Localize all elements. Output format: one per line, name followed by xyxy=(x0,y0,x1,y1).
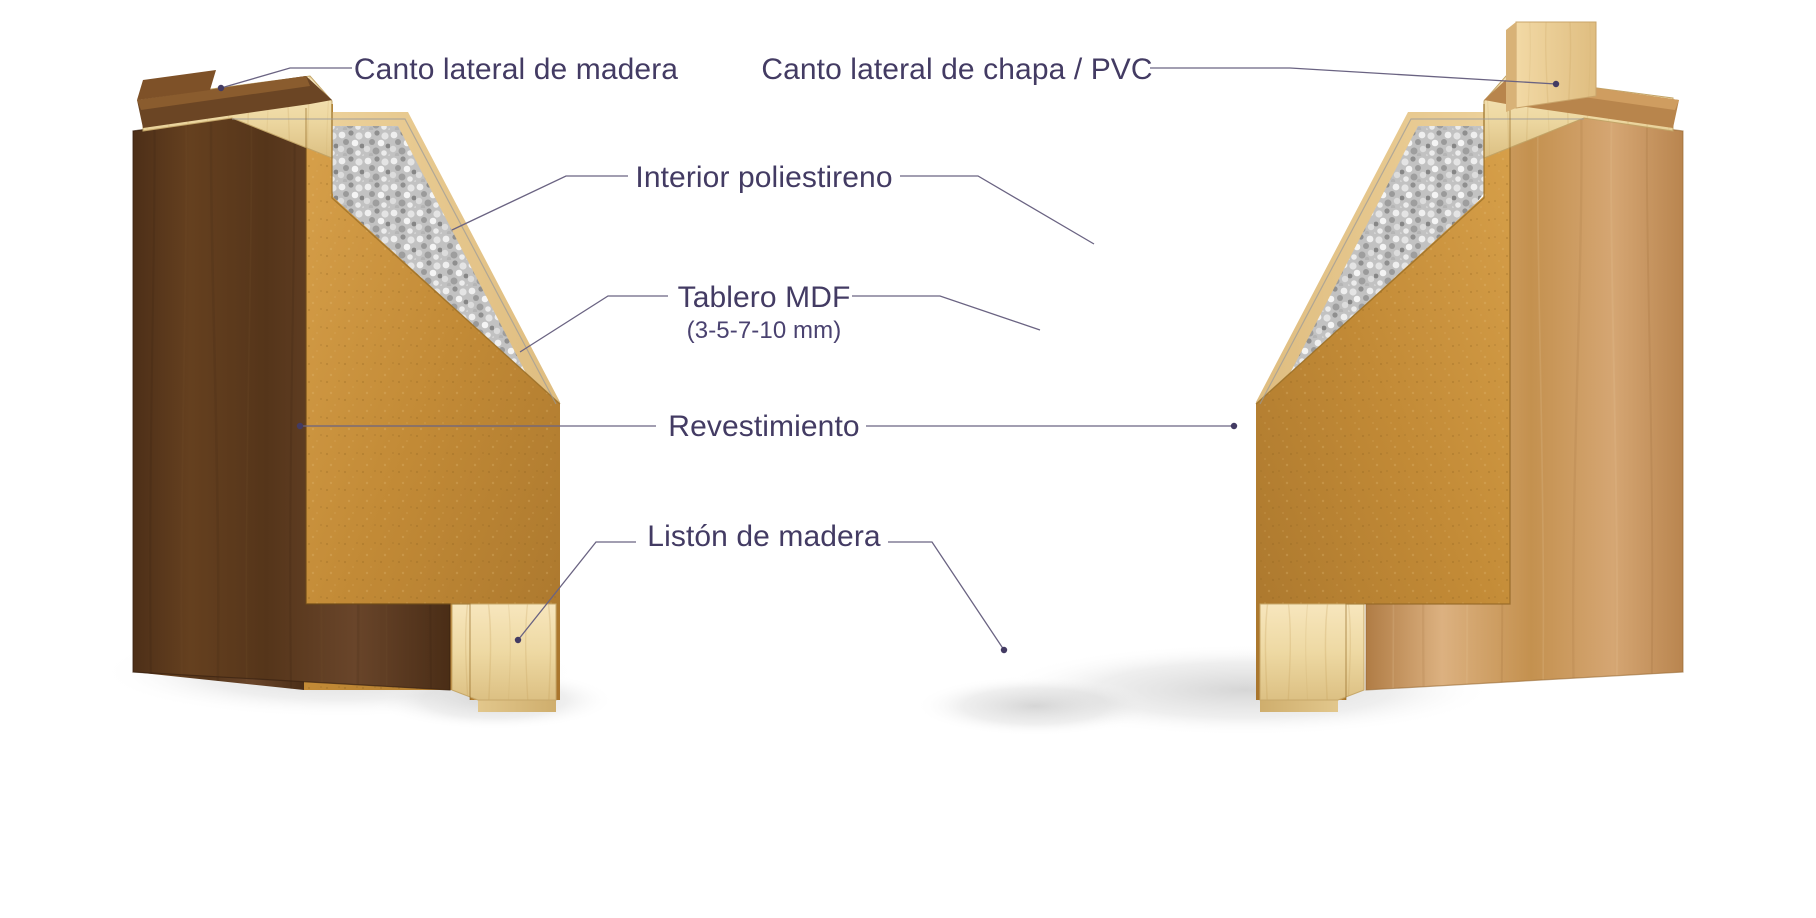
top-cap-left-2 xyxy=(137,76,310,110)
leader-dot-liston-left xyxy=(514,636,522,644)
label-canto-lateral-chapa-pvc: Canto lateral de chapa / PVC xyxy=(761,53,1153,86)
bottom-batten-right-outline xyxy=(1259,603,1365,701)
label-canto-lateral-madera: Canto lateral de madera xyxy=(353,53,679,86)
mdf-outer-outline-right xyxy=(1345,108,1511,700)
leader-poliestireno-left xyxy=(451,175,628,231)
label-revestimiento: Revestimiento xyxy=(668,410,860,443)
leader-poliestireno-right xyxy=(900,175,1095,245)
bottom-batten-left-side xyxy=(478,700,556,712)
leader-canto-madera xyxy=(220,67,352,89)
mdf-outer-outline-left xyxy=(305,108,471,700)
wood-edge-left xyxy=(137,70,216,100)
leader-dot-revestimiento-right xyxy=(1230,422,1238,430)
leader-liston-right xyxy=(888,541,1005,651)
label-tablero-mdf-thickness: (3-5-7-10 mm) xyxy=(686,317,842,344)
leader-mdf-right xyxy=(852,295,1041,331)
leader-dot-liston-right xyxy=(1000,646,1008,654)
leader-mdf-left xyxy=(519,295,668,353)
pvc-edge-strip-grain xyxy=(1516,22,1596,108)
door-block-left xyxy=(132,70,561,712)
mdf-band-right-tex xyxy=(1256,104,1512,700)
chamfer-outline-left xyxy=(331,104,561,405)
leader-dot-canto-chapa xyxy=(1552,80,1560,88)
bottom-batten-left-outline xyxy=(451,603,557,701)
leader-liston-left xyxy=(517,541,636,641)
mdf-band-left-tex xyxy=(304,104,560,700)
chamfer-outline-right xyxy=(1255,104,1485,405)
core-outline-left xyxy=(232,118,557,405)
core-outline-right xyxy=(1259,118,1584,405)
pvc-edge-strip xyxy=(1506,21,1597,112)
bottom-batten-left-grain xyxy=(452,604,556,700)
walnut-panel-left-grain xyxy=(133,108,450,690)
label-interior-poliestireno: Interior poliestireno xyxy=(635,161,893,194)
pvc-edge-strip-side xyxy=(1506,22,1516,112)
leader-dot-canto-madera xyxy=(217,84,225,92)
cherry-panel-right-grain xyxy=(1366,108,1683,690)
bottom-batten-right-grain xyxy=(1260,604,1364,700)
bottom-batten-right-side xyxy=(1260,700,1338,712)
leader-canto-chapa xyxy=(1150,67,1557,85)
leader-dot-revestimiento-left xyxy=(296,422,304,430)
label-tablero-mdf: Tablero MDF xyxy=(677,281,851,314)
leader-lines xyxy=(217,67,1560,654)
shadow-right-2 xyxy=(915,676,1155,736)
label-liston-de-madera: Listón de madera xyxy=(647,520,881,553)
door-block-right xyxy=(1255,75,1684,712)
